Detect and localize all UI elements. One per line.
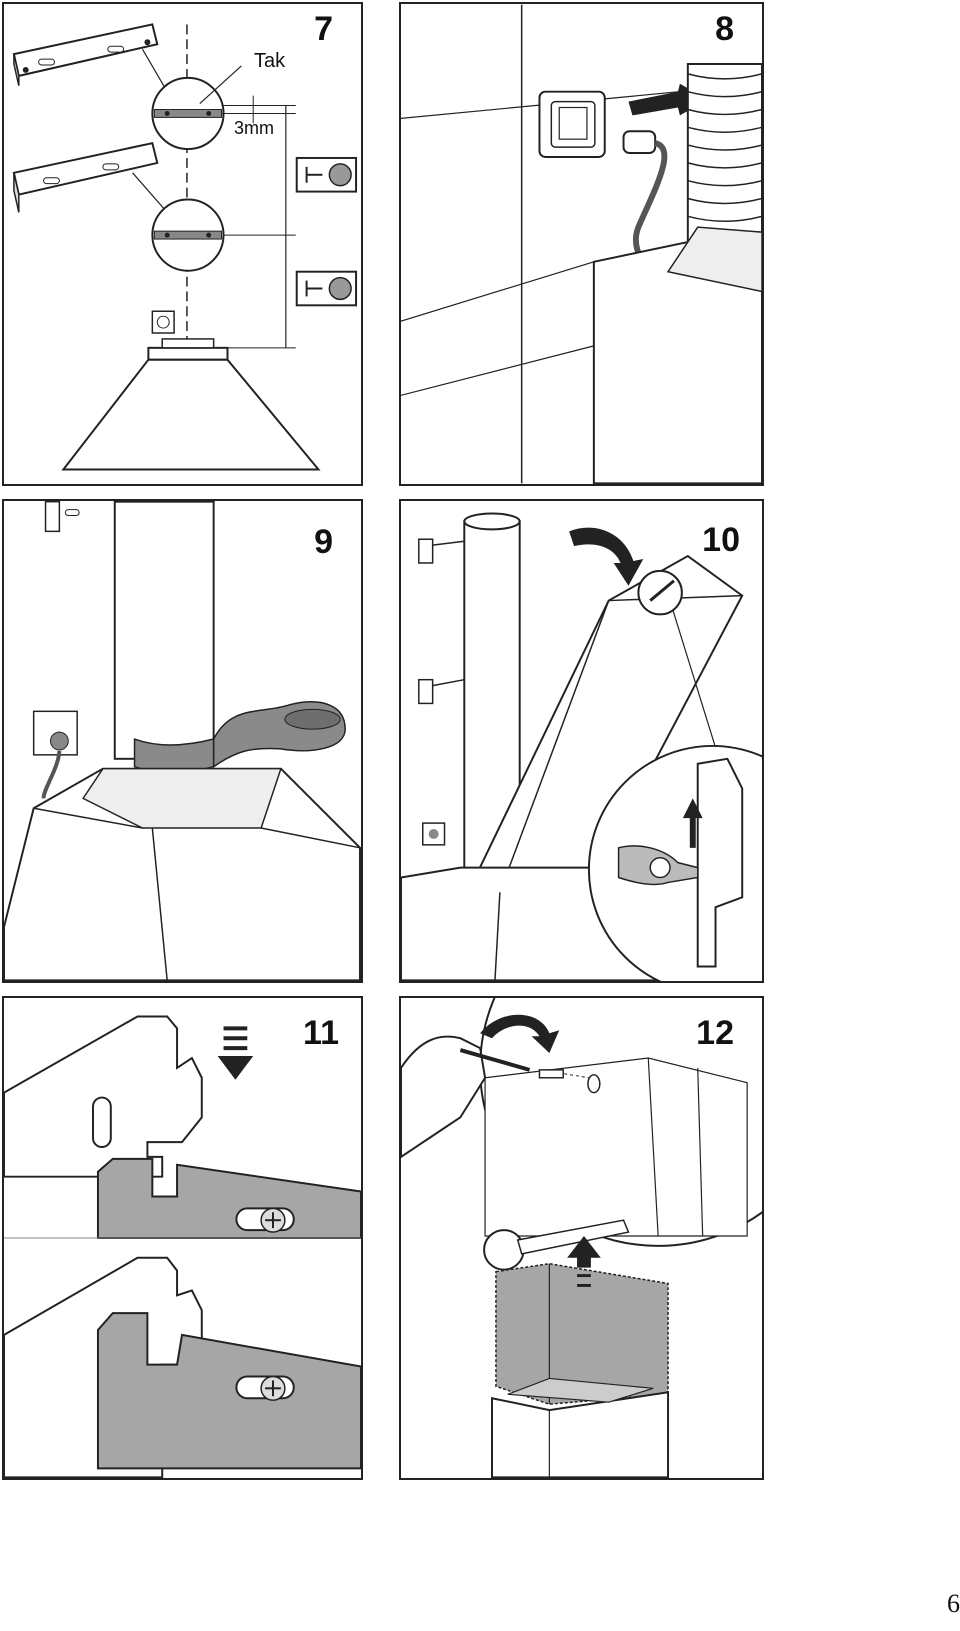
upper-bracket-drawing bbox=[12, 23, 168, 93]
cooker-hood-drawing bbox=[61, 358, 321, 471]
up-arrow-icon bbox=[682, 798, 703, 848]
wall-socket-drawing bbox=[538, 90, 606, 158]
tak-label: Tak bbox=[254, 50, 286, 72]
panel-step-10: 10 bbox=[399, 499, 764, 983]
duct-pipe-drawing bbox=[113, 501, 215, 760]
step-number: 8 bbox=[715, 10, 734, 48]
rotate-arrow-icon bbox=[569, 527, 644, 586]
tape-duct-illustration bbox=[4, 501, 361, 981]
chimney-cover-illustration bbox=[401, 512, 762, 981]
panel-step-7: 7 Tak 3mm bbox=[2, 2, 363, 486]
chimney-cover-drawing bbox=[495, 1262, 669, 1405]
down-arrow-icon bbox=[217, 1056, 254, 1080]
page-number: 6 bbox=[947, 1589, 960, 1618]
step-number: 10 bbox=[702, 521, 740, 559]
panel-step-9: 9 bbox=[2, 499, 363, 983]
bracket-drawing bbox=[516, 1219, 630, 1255]
step-number: 9 bbox=[314, 523, 333, 561]
screw-icon bbox=[538, 1069, 564, 1079]
gap-label: 3mm bbox=[234, 118, 274, 138]
screwdriver-drawing bbox=[459, 1048, 531, 1072]
step-number: 12 bbox=[696, 1014, 734, 1052]
screw-cover-illustration bbox=[401, 998, 762, 1478]
plug-drawing bbox=[622, 130, 657, 154]
step-number: 7 bbox=[314, 10, 333, 48]
measure-icon-upper bbox=[295, 156, 358, 193]
panel-step-12: 12 bbox=[399, 996, 764, 1480]
panel-step-11: 11 bbox=[2, 996, 363, 1480]
hand-drawing bbox=[401, 1035, 487, 1159]
panel-step-8: 8 bbox=[399, 2, 764, 486]
up-arrow-icon bbox=[567, 1236, 601, 1268]
step-number: 11 bbox=[303, 1014, 339, 1052]
plug-connection-illustration bbox=[401, 4, 762, 484]
bracket-mounting-illustration bbox=[12, 23, 358, 471]
power-socket-icon bbox=[151, 310, 175, 334]
lower-bracket-drawing bbox=[12, 141, 168, 213]
cover-hook-illustration bbox=[4, 1015, 361, 1478]
measure-icon-lower bbox=[295, 270, 358, 307]
rotate-arrow-icon bbox=[480, 1014, 560, 1054]
flexible-duct-drawing bbox=[686, 63, 762, 253]
